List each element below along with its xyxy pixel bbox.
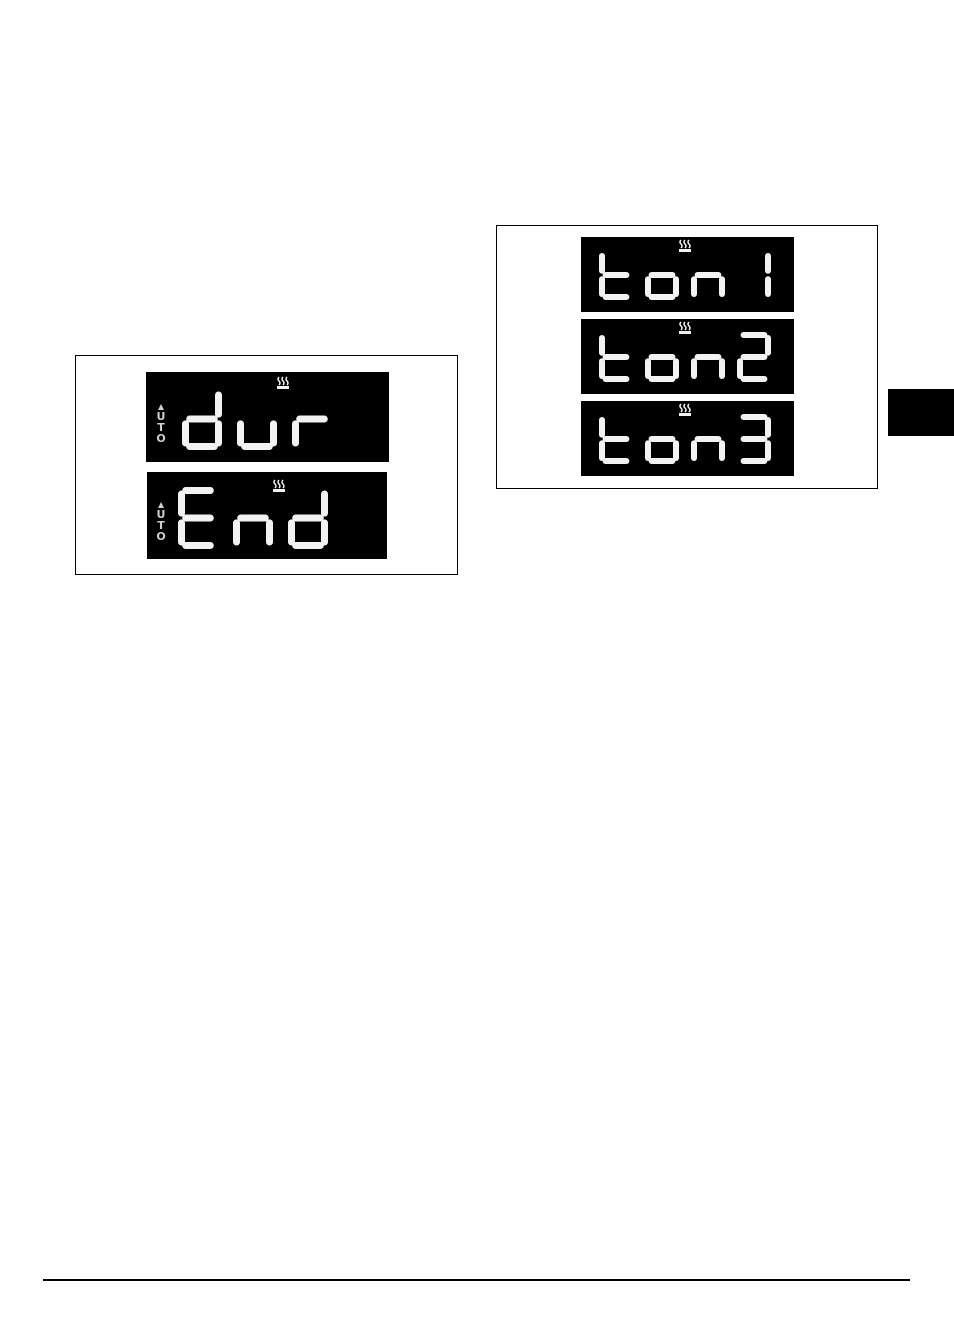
- segment-g: [292, 515, 324, 522]
- segment-d: [186, 443, 218, 450]
- steam-icon: [679, 404, 691, 416]
- segment-a: [182, 487, 214, 494]
- chapter-tab: [888, 389, 954, 436]
- segment-c: [673, 358, 679, 379]
- segment-a: [741, 414, 768, 420]
- seven-segment-readout: [146, 372, 389, 462]
- segment-b: [321, 491, 328, 517]
- segment-g: [603, 272, 630, 278]
- display-dur: U T O: [146, 372, 389, 462]
- segment-b: [765, 417, 771, 438]
- segment-g: [649, 354, 676, 360]
- seven-segment-readout: [581, 401, 794, 476]
- segment-f: [599, 335, 605, 356]
- display-ton2: [581, 319, 794, 394]
- segment-d: [741, 376, 768, 382]
- segment-e: [645, 358, 651, 379]
- segment-c: [321, 519, 328, 545]
- segment-f: [599, 417, 605, 438]
- segment-f: [599, 253, 605, 274]
- segment-d: [241, 443, 273, 450]
- segment-g: [695, 436, 722, 442]
- seven-segment-readout: [581, 237, 794, 312]
- steam-icon: [679, 322, 691, 334]
- steam-icon: [273, 480, 285, 492]
- segment-e: [645, 440, 651, 461]
- steam-icon: [679, 240, 691, 252]
- segment-g: [649, 272, 676, 278]
- display-ton1: [581, 237, 794, 312]
- segment-e: [691, 276, 697, 297]
- segment-g: [186, 416, 218, 423]
- segment-g: [741, 354, 768, 360]
- segment-g: [649, 436, 676, 442]
- segment-c: [215, 420, 222, 446]
- segment-c: [266, 519, 273, 545]
- segment-c: [270, 420, 277, 446]
- segment-g: [695, 272, 722, 278]
- footer-rule: [43, 1279, 910, 1281]
- segment-e: [233, 519, 240, 545]
- segment-e: [237, 420, 244, 446]
- segment-c: [765, 276, 771, 297]
- segment-e: [182, 420, 189, 446]
- figure-right-frame: [496, 225, 878, 489]
- segment-f: [178, 491, 185, 517]
- segment-d: [741, 458, 768, 464]
- segment-g: [603, 354, 630, 360]
- segment-d: [292, 542, 324, 549]
- segment-d: [649, 294, 676, 300]
- segment-b: [765, 253, 771, 274]
- segment-g: [603, 436, 630, 442]
- seven-segment-readout: [147, 472, 387, 559]
- steam-icon: [277, 377, 289, 389]
- segment-d: [182, 542, 214, 549]
- segment-a: [741, 332, 768, 338]
- segment-c: [765, 440, 771, 461]
- segment-e: [292, 420, 299, 446]
- segment-b: [215, 392, 222, 418]
- display-end: U T O: [147, 472, 387, 559]
- segment-c: [719, 440, 725, 461]
- segment-e: [691, 440, 697, 461]
- segment-g: [695, 354, 722, 360]
- segment-g: [182, 515, 214, 522]
- segment-c: [719, 358, 725, 379]
- segment-e: [599, 358, 605, 379]
- segment-e: [737, 358, 743, 379]
- segment-c: [673, 276, 679, 297]
- display-ton3: [581, 401, 794, 476]
- seven-segment-readout: [581, 319, 794, 394]
- segment-e: [178, 519, 185, 545]
- segment-g: [296, 416, 328, 423]
- segment-e: [645, 276, 651, 297]
- segment-d: [603, 376, 630, 382]
- segment-b: [765, 335, 771, 356]
- segment-d: [603, 294, 630, 300]
- segment-e: [288, 519, 295, 545]
- segment-g: [741, 436, 768, 442]
- segment-c: [673, 440, 679, 461]
- segment-d: [649, 376, 676, 382]
- figure-left-frame: U T O U T O: [75, 355, 458, 575]
- segment-d: [603, 458, 630, 464]
- segment-g: [237, 515, 269, 522]
- segment-e: [599, 276, 605, 297]
- segment-c: [719, 276, 725, 297]
- segment-d: [649, 458, 676, 464]
- segment-e: [599, 440, 605, 461]
- segment-e: [691, 358, 697, 379]
